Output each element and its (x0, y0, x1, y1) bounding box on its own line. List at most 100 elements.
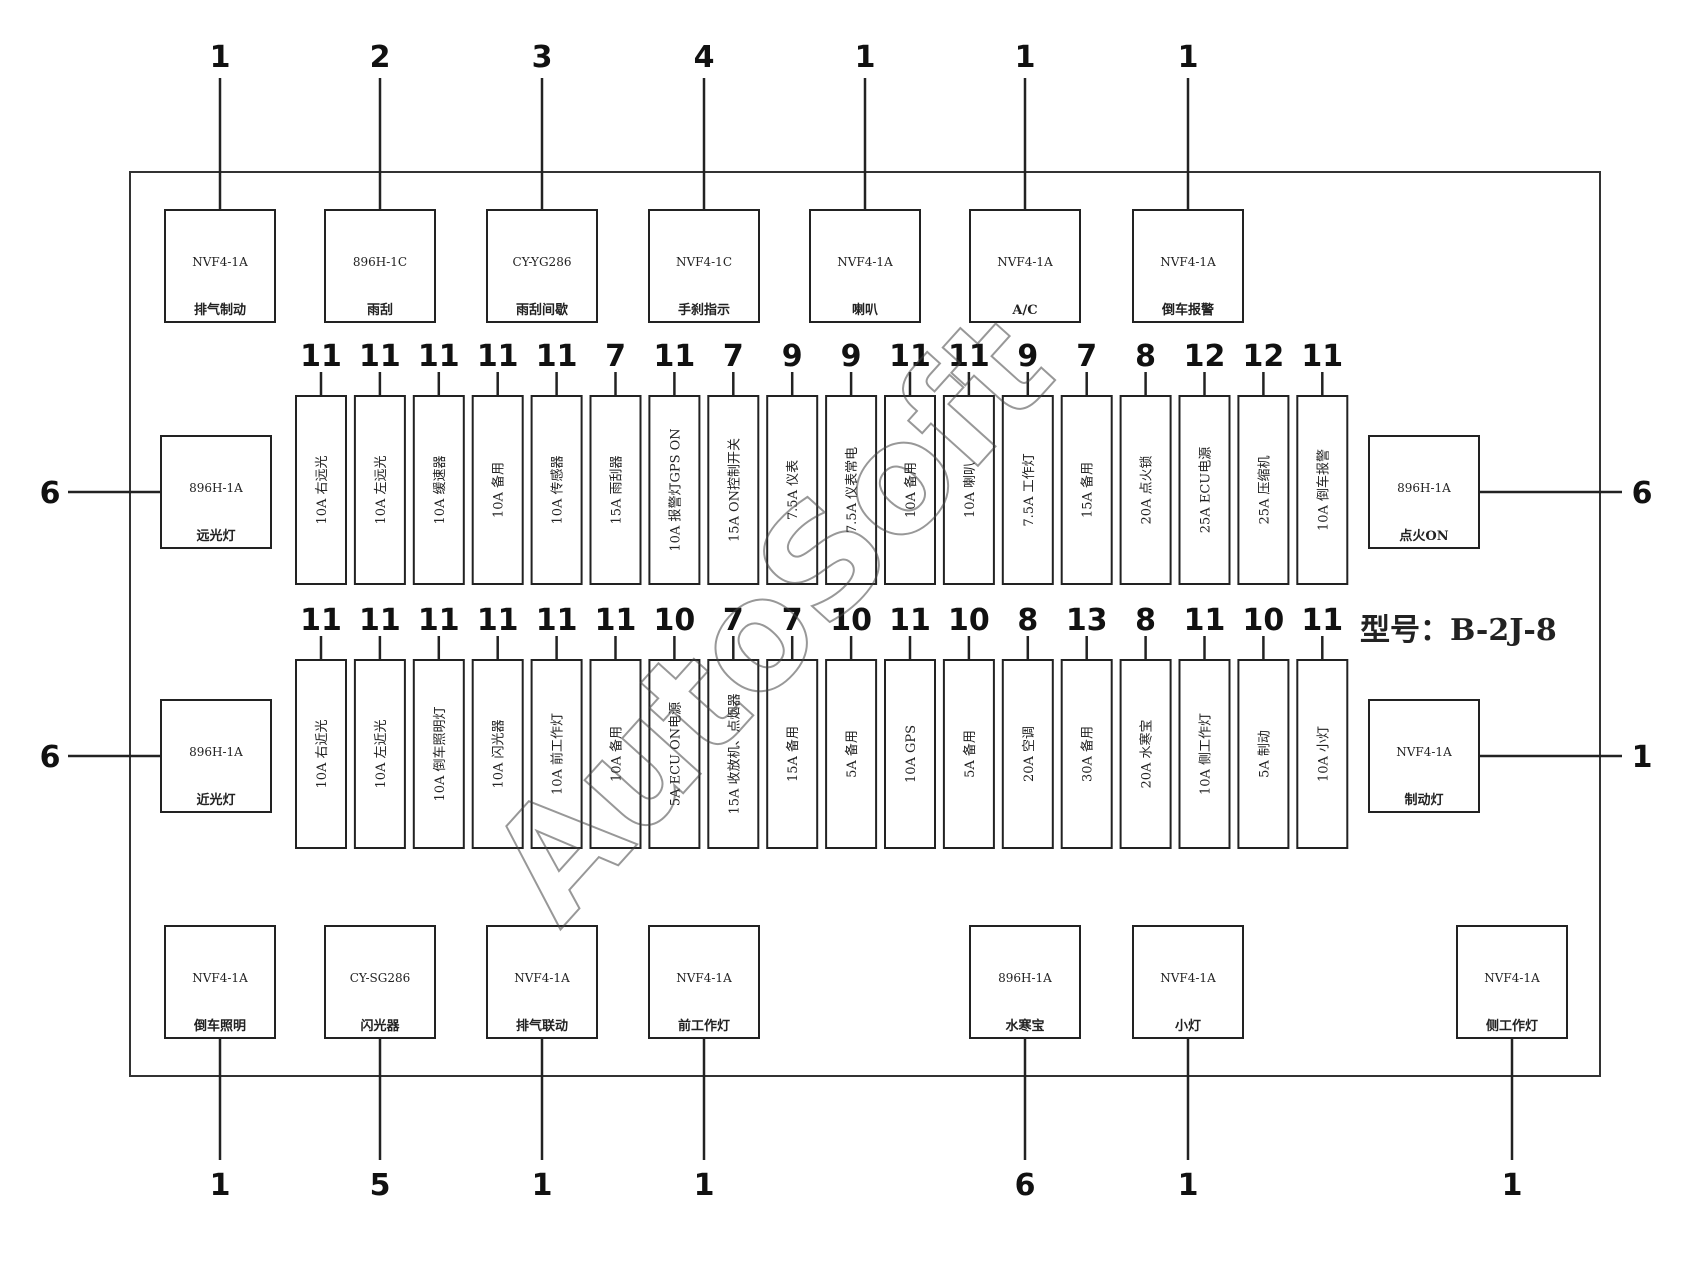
fuse-label: 15A 收放机、点烟器 (727, 693, 742, 814)
callout-number: 10 (1243, 603, 1285, 638)
fuse-label: 7.5A 仪表常电 (845, 447, 860, 533)
relay-top-5: NVF4-1A A/C (969, 209, 1081, 323)
relay-name: A/C (1011, 303, 1037, 318)
fuse-label: 15A 备用 (785, 726, 801, 782)
fuse-body (412, 395, 465, 585)
relay-model: CY-YG286 (513, 255, 572, 269)
relay-model: 896H-1C (353, 255, 407, 269)
relay-name: 雨刮间歇 (516, 302, 568, 318)
fuse-label: 25A 压缩机 (1256, 455, 1272, 524)
relay-model: NVF4-1A (1160, 255, 1216, 269)
fuse-bottom-9: 5A 备用 (825, 659, 878, 849)
fuse-body (707, 659, 760, 849)
relay-model: NVF4-1A (837, 255, 893, 269)
fuse-body (295, 395, 347, 585)
fuse-label: 20A 空调 (1022, 726, 1037, 782)
fuse-body (1237, 395, 1290, 585)
fuse-top-7: 15A ON控制开关 (707, 395, 760, 585)
callout-number: 7 (605, 339, 626, 374)
callout-number: 7 (723, 603, 744, 638)
callout-number: 3 (532, 40, 553, 75)
fuse-body (1296, 659, 1349, 849)
fuse-body (1119, 395, 1172, 585)
fuse-body (589, 659, 642, 849)
relay-model: NVF4-1A (192, 971, 248, 985)
fuse-body (1001, 659, 1054, 849)
fuse-bottom-5: 10A 备用 (589, 659, 642, 849)
fuse-label: 10A 备用 (609, 726, 625, 782)
fuse-body (648, 659, 701, 849)
relay-model: NVF4-1A (676, 971, 732, 985)
fuse-label: 5A ECU ON电源 (668, 702, 683, 806)
relay-model: NVF4-1A (997, 255, 1053, 269)
fuse-label: 10A 倒车照明灯 (432, 706, 448, 801)
fuse-top-10: 10A 备用 (884, 395, 936, 585)
fuse-body (589, 395, 642, 585)
fuse-body (884, 395, 936, 585)
relay-body (164, 925, 276, 1039)
relay-model: 896H-1A (189, 481, 243, 495)
relay-body (160, 699, 272, 813)
fuse-bottom-6: 5A ECU ON电源 (648, 659, 701, 849)
fuse-top-12: 7.5A 工作灯 (1001, 395, 1054, 585)
relay-body (1456, 925, 1568, 1039)
callout-number: 1 (1632, 740, 1653, 775)
fuse-label: 5A 备用 (844, 730, 860, 778)
fuse-body (471, 659, 524, 849)
relay-top-1: 896H-1C 雨刮 (324, 209, 436, 323)
fuse-body (353, 659, 406, 849)
fuse-body (1119, 659, 1172, 849)
relay-body (648, 209, 760, 323)
fuse-top-6: 10A 报警灯GPS ON (648, 395, 701, 585)
callout-number: 8 (1135, 339, 1156, 374)
fuse-bottom-3: 10A 闪光器 (471, 659, 524, 849)
fuse-bottom-15: 10A 侧工作灯 (1178, 659, 1231, 849)
fuse-top-1: 10A 左远光 (353, 395, 406, 585)
callout-number: 1 (210, 1168, 231, 1203)
callout-number: 1 (1178, 1168, 1199, 1203)
fuse-label: 7.5A 工作灯 (1022, 453, 1037, 526)
fuse-label: 10A 缓速器 (433, 455, 448, 524)
relay-body (648, 925, 760, 1039)
callout-number: 13 (1066, 603, 1108, 638)
fuse-label: 10A 喇叭 (963, 462, 978, 518)
relay-name: 排气制动 (194, 302, 246, 318)
fuse-label: 10A 传感器 (550, 455, 566, 524)
relay-body (486, 209, 598, 323)
relay-name: 近光灯 (196, 792, 235, 808)
fuse-top-15: 25A ECU电源 (1178, 395, 1231, 585)
callout-number: 11 (536, 339, 578, 374)
fuse-label: 5A 备用 (962, 730, 978, 778)
fuse-label: 10A 左远光 (374, 455, 389, 524)
fuse-bottom-12: 20A 空调 (1001, 659, 1054, 849)
relay-name: 点火ON (1399, 528, 1448, 544)
fuse-top-0: 10A 右远光 (295, 395, 347, 585)
relay-name: 远光灯 (196, 528, 235, 544)
relay-body (164, 209, 276, 323)
relay-name: 雨刮 (367, 302, 393, 318)
fuse-top-3: 10A 备用 (471, 395, 524, 585)
fuse-body (295, 659, 347, 849)
model-label: 型号：B-2J-8 (1360, 613, 1557, 648)
callout-number: 4 (694, 40, 715, 75)
relay-body (969, 209, 1081, 323)
relay-body (809, 209, 921, 323)
fuse-body (825, 659, 878, 849)
callout-number: 11 (477, 339, 519, 374)
fuse-label: 20A 点火锁 (1139, 455, 1155, 524)
relay-model: 896H-1A (998, 971, 1052, 985)
relay-model: NVF4-1C (676, 255, 732, 269)
relay-body (1132, 925, 1244, 1039)
relay-body (1368, 699, 1480, 813)
callout-number: 11 (1184, 603, 1226, 638)
relay-side-0: 896H-1A 远光灯 (160, 435, 272, 549)
fuse-label: 5A 制动 (1257, 730, 1272, 778)
callout-number: 1 (1015, 40, 1036, 75)
relay-name: 排气联动 (516, 1018, 568, 1034)
